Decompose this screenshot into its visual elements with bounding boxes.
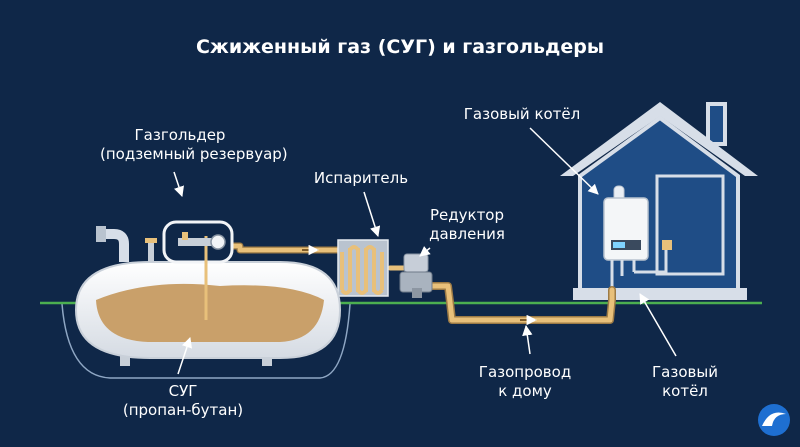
label-tank: Газгольдер (подземный резервуар): [100, 126, 288, 164]
label-boiler-top: Газовый котёл: [452, 105, 592, 124]
label-tank-line2: (подземный резервуар): [100, 145, 288, 163]
label-lpg: СУГ (пропан-бутан): [108, 382, 258, 420]
label-lpg-line2: (пропан-бутан): [122, 401, 244, 419]
label-reducer-line2: давления: [429, 225, 505, 243]
label-boiler-bottom-line1: Газовый: [652, 363, 718, 381]
label-reducer: Редуктор давления: [412, 206, 522, 244]
ground-pit: [61, 303, 351, 379]
label-evaporator-line1: Испаритель: [313, 169, 409, 187]
gas-pipeline: [198, 242, 616, 324]
label-pipeline-line2: к дому: [498, 382, 552, 400]
label-boiler-top-line1: Газовый котёл: [463, 105, 581, 123]
page-title: Сжиженный газ (СУГ) и газгольдеры: [195, 36, 605, 58]
label-tank-line1: Газгольдер: [134, 126, 226, 144]
pressure-reducer: [399, 253, 433, 298]
wave-logo-icon: [758, 404, 790, 436]
house: [560, 102, 758, 300]
evaporator: [337, 239, 389, 297]
label-reducer-line1: Редуктор: [429, 206, 505, 224]
label-boiler-bottom-line2: котёл: [662, 382, 708, 400]
label-boiler-bottom: Газовый котёл: [630, 363, 740, 401]
gas-boiler: [603, 185, 672, 300]
label-lpg-line1: СУГ: [168, 382, 198, 400]
label-pipeline-line1: Газопровод: [478, 363, 572, 381]
pointer-arrows: [173, 127, 677, 375]
label-evaporator: Испаритель: [306, 169, 416, 188]
gas-holder-tank: [74, 220, 342, 366]
label-pipeline: Газопровод к дому: [470, 363, 580, 401]
